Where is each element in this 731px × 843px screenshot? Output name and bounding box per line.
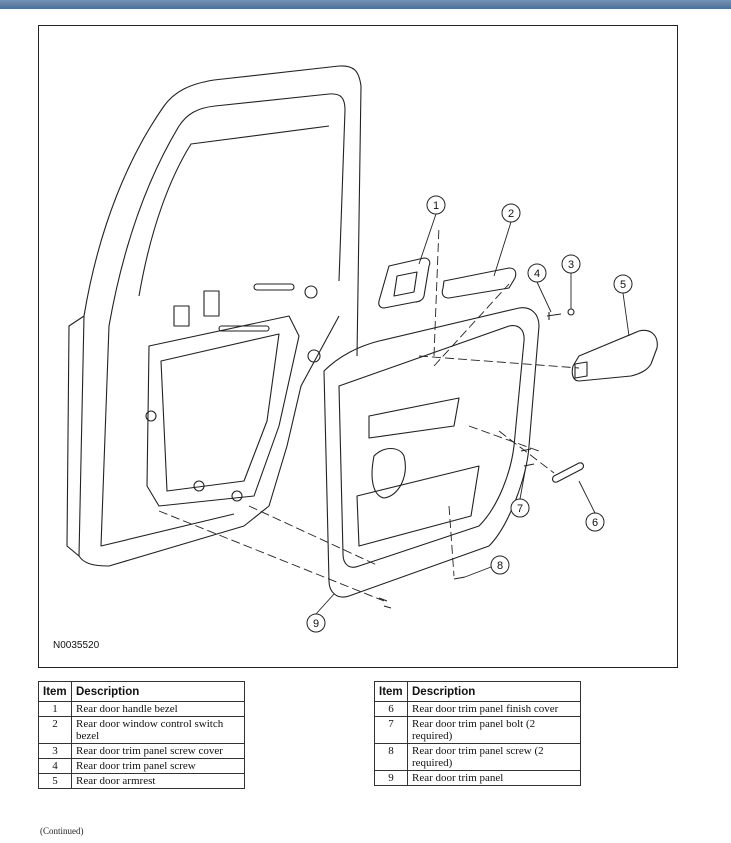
item-description: Rear door trim panel screw xyxy=(71,758,245,774)
item-description: Rear door trim panel screw cover xyxy=(71,743,245,759)
item-number: 7 xyxy=(374,716,408,744)
table-row: 3 Rear door trim panel screw cover xyxy=(38,743,245,759)
item-description: Rear door window control switch bezel xyxy=(71,716,245,744)
armrest xyxy=(571,329,658,382)
door-hinge-edge xyxy=(66,315,85,557)
door-cutout xyxy=(146,315,300,507)
item-description: Rear door trim panel xyxy=(407,770,581,786)
callout-6: 6 xyxy=(592,517,598,529)
item-description: Rear door armrest xyxy=(71,773,245,789)
exploded-diagram-frame: 1 2 3 4 5 6 7 8 9 N0035520 xyxy=(38,25,678,668)
table-row: 4 Rear door trim panel screw xyxy=(38,758,245,774)
col-header-item: Item xyxy=(38,681,72,702)
item-number: 5 xyxy=(38,773,72,789)
col-header-description: Description xyxy=(71,681,245,702)
item-number: 6 xyxy=(374,701,408,717)
screw-cover xyxy=(567,308,575,316)
trim-screw-lower xyxy=(453,576,466,580)
figure-id-label: N0035520 xyxy=(53,640,100,651)
trim-panel-inner xyxy=(338,325,525,568)
callout-3: 3 xyxy=(568,259,574,271)
door-frame-outer xyxy=(83,65,362,357)
trim-panel-grip xyxy=(368,397,460,439)
table-row: 6 Rear door trim panel finish cover xyxy=(374,701,581,717)
callout-7: 7 xyxy=(517,503,523,515)
item-number: 1 xyxy=(38,701,72,717)
callout-9: 9 xyxy=(313,618,319,630)
window-glass-edge xyxy=(138,125,330,297)
item-description: Rear door trim panel screw (2 required) xyxy=(407,743,581,771)
trim-screw xyxy=(546,312,562,320)
header-bar xyxy=(0,0,731,9)
trim-panel-pocket xyxy=(356,465,480,547)
callout-4: 4 xyxy=(534,268,540,280)
parts-table-right: Item Description 6 Rear door trim panel … xyxy=(374,681,581,786)
continued-note: (Continued) xyxy=(40,826,84,836)
parts-table-left: Item Description 1 Rear door handle beze… xyxy=(38,681,245,789)
door-exploded-illustration: 1 2 3 4 5 6 7 8 9 xyxy=(66,65,658,633)
trim-bolt xyxy=(520,448,535,467)
table-row: 5 Rear door armrest xyxy=(38,773,245,789)
item-number: 3 xyxy=(38,743,72,759)
switch-bezel xyxy=(441,267,517,299)
table-row: 7 Rear door trim panel bolt (2 required) xyxy=(374,716,581,744)
callout-5: 5 xyxy=(620,279,626,291)
table-row: 8 Rear door trim panel screw (2 required… xyxy=(374,743,581,771)
item-number: 2 xyxy=(38,716,72,744)
door-cutout-inner xyxy=(160,333,280,492)
table-row: 2 Rear door window control switch bezel xyxy=(38,716,245,744)
item-description: Rear door trim panel finish cover xyxy=(407,701,581,717)
item-number: 4 xyxy=(38,758,72,774)
col-header-description: Description xyxy=(407,681,581,702)
callout-2: 2 xyxy=(508,208,514,220)
door-inner-panel xyxy=(78,315,340,567)
col-header-item: Item xyxy=(374,681,408,702)
item-number: 8 xyxy=(374,743,408,771)
item-number: 9 xyxy=(374,770,408,786)
item-description: Rear door trim panel bolt (2 required) xyxy=(407,716,581,744)
table-row: 1 Rear door handle bezel xyxy=(38,701,245,717)
trim-panel-outer xyxy=(323,307,540,598)
door-frame-inner xyxy=(108,93,346,327)
finish-cover xyxy=(552,462,584,483)
table-row: 9 Rear door trim panel xyxy=(374,770,581,786)
handle-bezel xyxy=(378,257,431,309)
callout-1: 1 xyxy=(433,200,439,212)
callout-8: 8 xyxy=(497,560,503,572)
item-description: Rear door handle bezel xyxy=(71,701,245,717)
door-inner-panel-edge xyxy=(100,325,235,547)
